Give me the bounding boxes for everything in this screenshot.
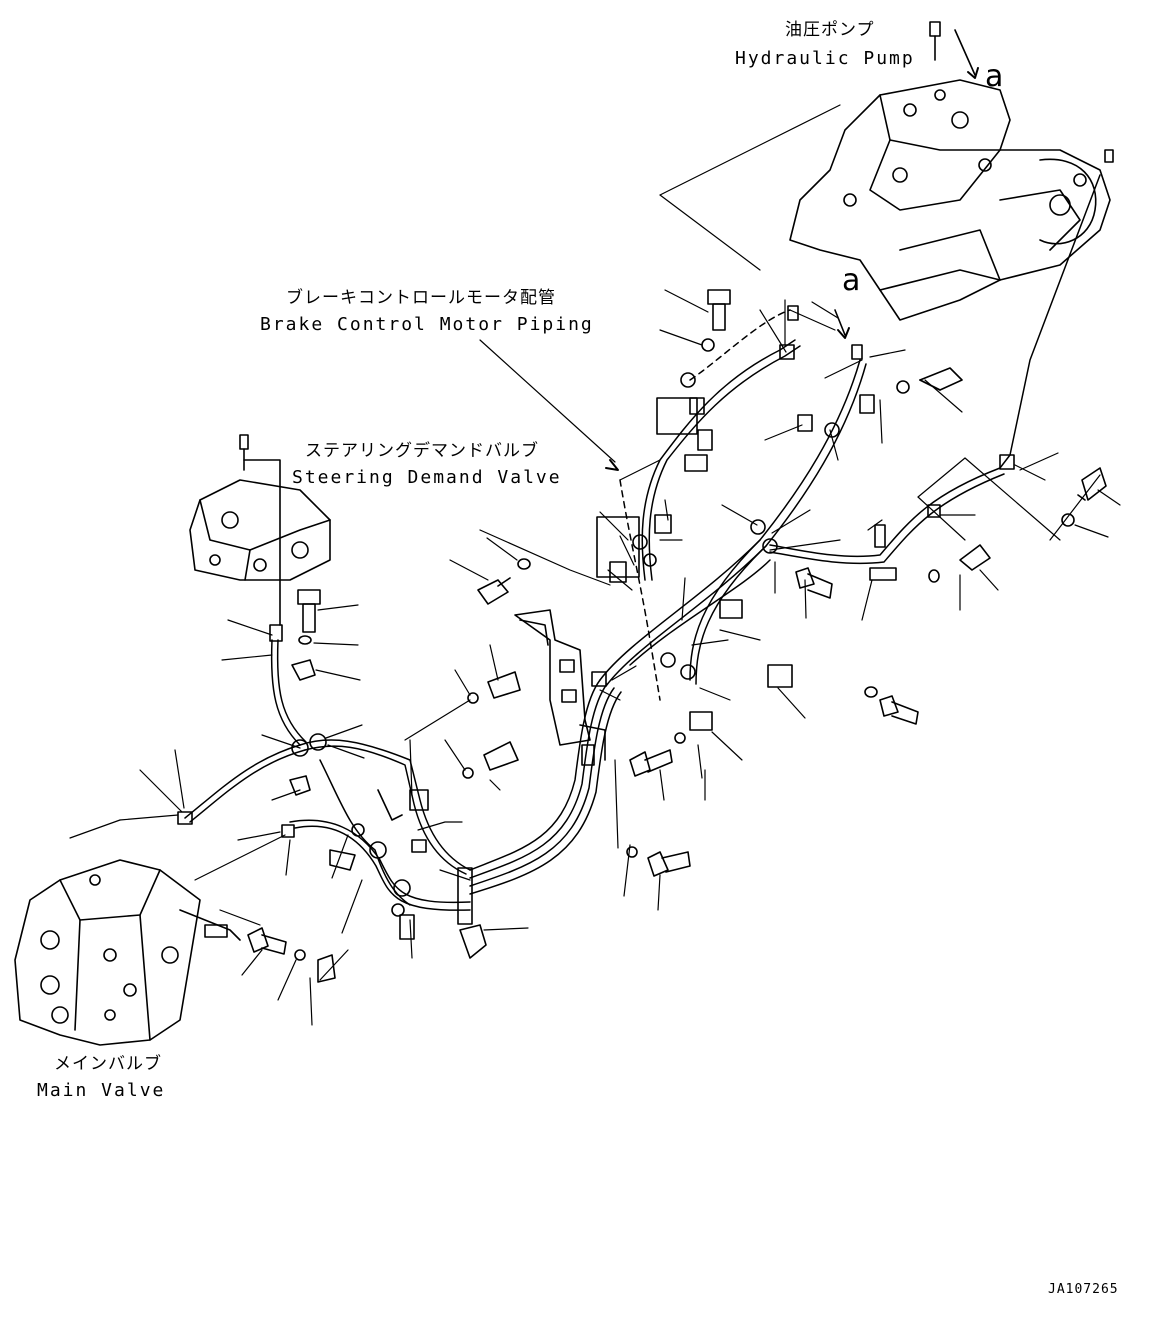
view-reference-a-top: a <box>985 59 1004 94</box>
bolt-3 <box>477 577 511 605</box>
bolt-8 <box>247 927 287 955</box>
bolt-12 <box>959 544 991 571</box>
view-arrows <box>834 29 979 339</box>
view-reference-a-middle: a <box>842 263 861 298</box>
bolts <box>247 289 1107 955</box>
bolt-11 <box>919 367 963 391</box>
steering-demand-valve-illustration <box>189 434 331 626</box>
steering-valve-label-en: Steering Demand Valve <box>292 467 562 488</box>
hydraulic-pump-illustration <box>789 21 1114 321</box>
drawing-number: JA107265 <box>1048 1282 1119 1297</box>
bolt-4 <box>487 671 521 699</box>
bolt-6 <box>629 749 673 777</box>
clamps-and-fittings <box>177 305 1015 983</box>
bolt-13 <box>1077 467 1107 501</box>
main-valve-illustration <box>14 859 241 1046</box>
pipe-routes <box>184 174 1101 911</box>
bolt-10 <box>879 695 919 725</box>
bolt-2 <box>707 289 731 331</box>
main-valve-label-jp: メインバルブ <box>54 1054 162 1074</box>
leader-lines <box>69 104 1121 1026</box>
brake-piping-label-en: Brake Control Motor Piping <box>260 314 594 335</box>
center-bracket-illustration <box>514 609 606 761</box>
steering-valve-label-jp: ステアリングデマンドバルブ <box>305 441 539 461</box>
main-valve-label-en: Main Valve <box>37 1080 166 1101</box>
hydraulic-pump-label-jp: 油圧ポンプ <box>785 20 875 40</box>
bolt-7 <box>647 851 691 877</box>
hydraulic-pump-label-en: Hydraulic Pump <box>735 48 915 69</box>
bolt-1 <box>297 589 321 633</box>
bolt-9 <box>795 567 833 599</box>
bolt-5 <box>483 741 519 771</box>
brake-piping-label-jp: ブレーキコントロールモータ配管 <box>286 288 556 308</box>
washers <box>294 338 1075 961</box>
